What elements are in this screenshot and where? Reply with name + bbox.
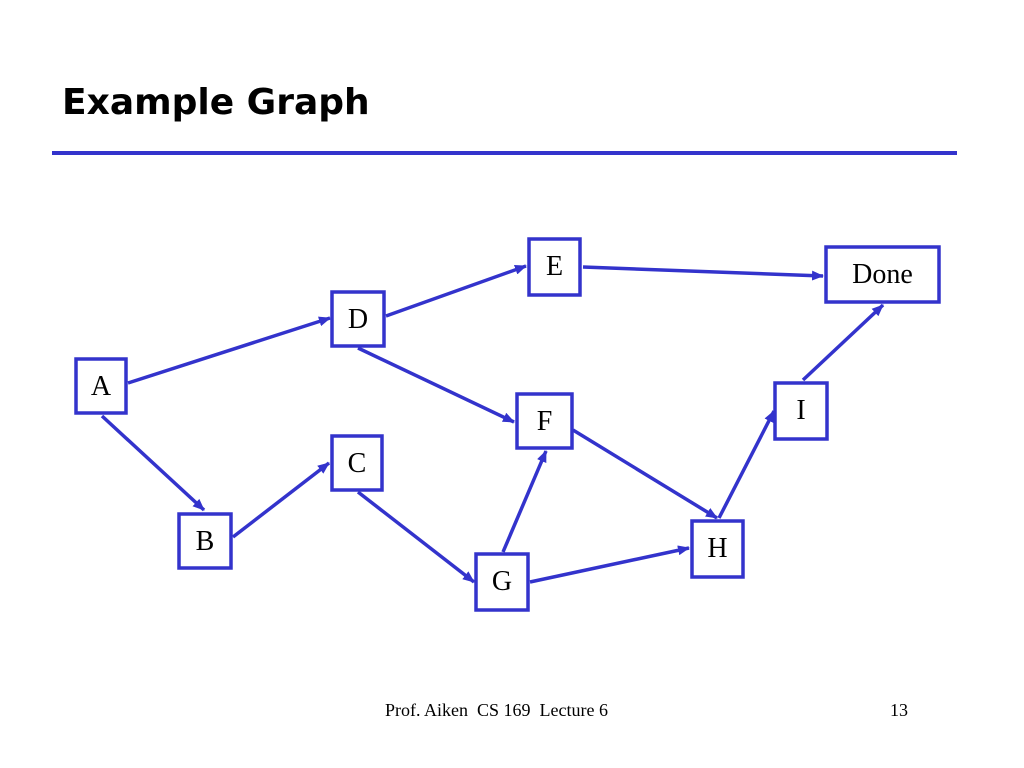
node-g-box [474, 552, 530, 612]
node-d-box [330, 290, 386, 348]
footer-course-info: Prof. Aiken CS 169 Lecture 6 [385, 700, 608, 720]
node-h-label: H [707, 533, 727, 564]
node-i-box [773, 381, 829, 441]
edge-d-to-f-arrow [357, 346, 515, 424]
edge-b-to-c-arrow [231, 461, 331, 539]
node-i-label: I [796, 395, 805, 426]
node-g-label: G [492, 566, 512, 597]
title-underline [52, 151, 957, 155]
node-done-label: Done [852, 259, 913, 290]
node-d: D [330, 290, 386, 348]
edge-g-to-f-arrow [501, 450, 548, 553]
node-f-label: F [537, 406, 553, 437]
edge-e-to-done-arrow [582, 265, 824, 281]
node-done: Done [824, 245, 941, 304]
node-b-box [177, 512, 233, 570]
node-b: B [177, 512, 233, 570]
edge-f-to-h-arrow [572, 428, 718, 520]
node-a-box [74, 357, 128, 415]
node-i: I [773, 381, 829, 441]
page-number: 13 [890, 700, 908, 720]
edge-g-to-h-arrow [529, 545, 690, 584]
node-g: G [474, 552, 530, 612]
edge-layer [100, 264, 885, 584]
node-e-box [527, 237, 582, 297]
node-c-box [330, 434, 384, 492]
node-a-label: A [91, 371, 112, 402]
node-h-box [690, 519, 745, 579]
edge-h-to-i-arrow [717, 410, 776, 519]
node-c: C [330, 434, 384, 492]
node-layer: A B C D E F G H I Done [74, 237, 941, 612]
node-f-box [515, 392, 574, 450]
node-f: F [515, 392, 574, 450]
node-c-label: C [348, 448, 367, 479]
edge-a-to-d-arrow [127, 316, 331, 385]
node-e: E [527, 237, 582, 297]
edge-a-to-b-arrow [100, 414, 206, 512]
edge-i-to-done-arrow [801, 303, 885, 382]
node-d-label: D [348, 304, 368, 335]
slide-title: Example Graph [62, 82, 370, 123]
node-e-label: E [546, 251, 563, 282]
node-h: H [690, 519, 745, 579]
node-b-label: B [196, 526, 215, 557]
node-done-box [824, 245, 941, 304]
node-a: A [74, 357, 128, 415]
edge-d-to-e-arrow [385, 264, 527, 318]
edge-c-to-g-arrow [356, 490, 476, 584]
